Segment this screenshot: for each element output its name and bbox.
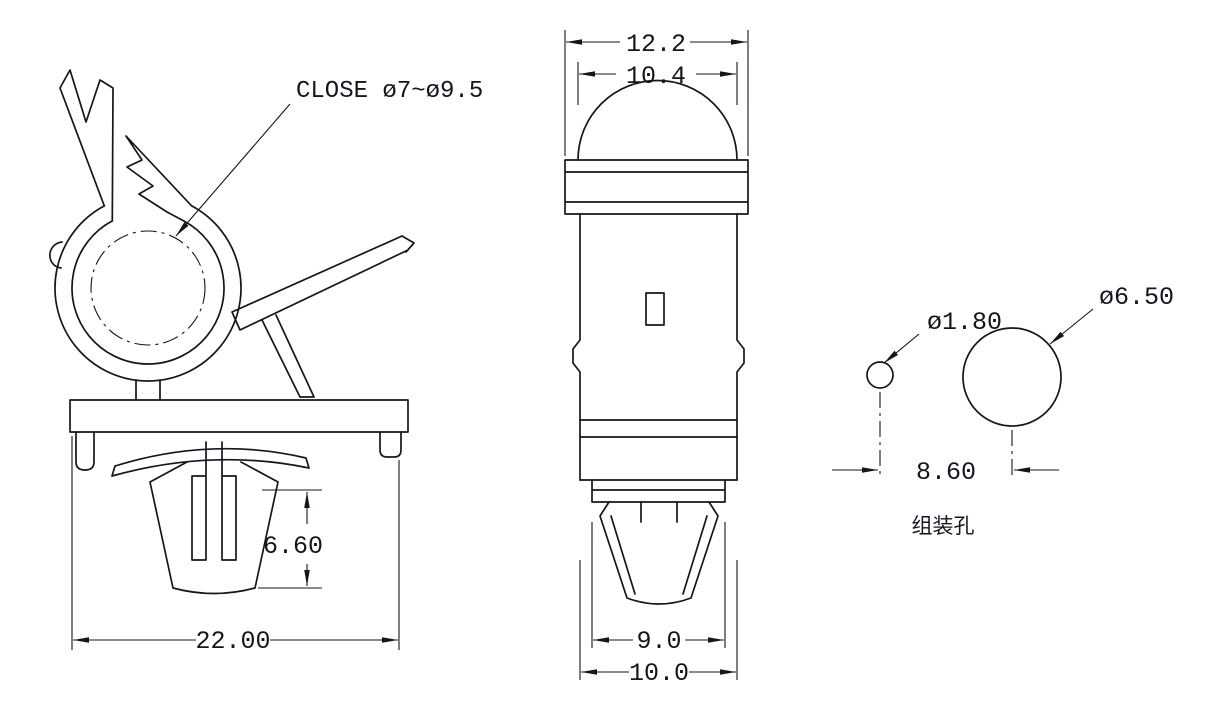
dim-overall-width: 22.00	[71, 436, 400, 656]
cable-range-centerline-circle	[90, 230, 206, 346]
snap-length-dim-label: 6.60	[263, 532, 323, 561]
collar-width-dim-label: 9.0	[636, 627, 681, 656]
dim-snap-length: 6.60	[258, 489, 323, 589]
clamp-ring-outer	[54, 205, 242, 382]
overall-width-dim-label: 22.00	[195, 627, 270, 656]
dim-overall-width-extension-lines	[71, 436, 400, 650]
body-window	[645, 292, 665, 326]
hole-centerlines	[879, 392, 1013, 478]
dim-dome-width: 10.4	[577, 62, 738, 105]
ring-stem	[135, 379, 161, 401]
base-plate	[69, 399, 409, 471]
snap-pin	[599, 501, 719, 605]
dim-dome-width-extension-lines	[577, 62, 738, 105]
dim-body-width: 10.0	[579, 560, 738, 688]
side-view: 6.60 22.00 CLOSE ø7~ø9.5	[49, 69, 483, 656]
hole-spacing-dim-label: 8.60	[916, 458, 976, 487]
assembly-holes-label: 组装孔	[912, 515, 975, 538]
dim-snap-length-extension-lines	[258, 489, 322, 589]
fir-tree-snap	[149, 441, 279, 595]
large-hole-dia-label: ø6.50	[1099, 283, 1174, 312]
dim-collar-width-extension-lines	[591, 522, 726, 648]
small-hole-callout: ø1.80	[883, 308, 1002, 364]
body-width-dim-label: 10.0	[629, 659, 689, 688]
large-mounting-hole	[962, 327, 1062, 427]
close-callout-label: CLOSE ø7~ø9.5	[296, 78, 483, 105]
large-hole-callout: ø6.50	[1049, 283, 1174, 345]
release-prong	[59, 69, 114, 222]
dim-hole-spacing: 8.60	[832, 458, 1059, 487]
dim-cap-width-extension-lines	[564, 30, 749, 156]
spring-wings	[111, 447, 310, 477]
dim-cap-width: 12.2	[564, 30, 749, 156]
body-sides	[572, 213, 745, 481]
close-callout-leader	[175, 103, 291, 237]
clamp-ring-inner	[71, 220, 225, 365]
dim-body-width-extension-lines	[579, 560, 738, 680]
lever-arm	[231, 235, 415, 398]
side-nub	[49, 241, 63, 269]
front-view: 12.2 10.4 9.0 10.0	[564, 30, 749, 688]
small-hole-dia-label: ø1.80	[927, 308, 1002, 337]
cap-flange	[564, 159, 749, 215]
cap-width-dim-label: 12.2	[626, 30, 686, 59]
close-callout: CLOSE ø7~ø9.5	[175, 78, 483, 237]
dome-width-dim-label: 10.4	[626, 62, 686, 91]
mounting-holes-view: ø1.80 ø6.50 8.60 组装孔	[832, 283, 1174, 538]
dim-collar-width: 9.0	[591, 522, 726, 656]
large-hole-leader	[1049, 308, 1094, 345]
body-band-lines	[579, 419, 738, 438]
small-mounting-hole	[866, 361, 894, 389]
dome-cap	[577, 79, 738, 161]
bottom-collar	[579, 479, 738, 503]
latch-teeth	[125, 135, 193, 222]
small-hole-leader	[883, 333, 920, 364]
